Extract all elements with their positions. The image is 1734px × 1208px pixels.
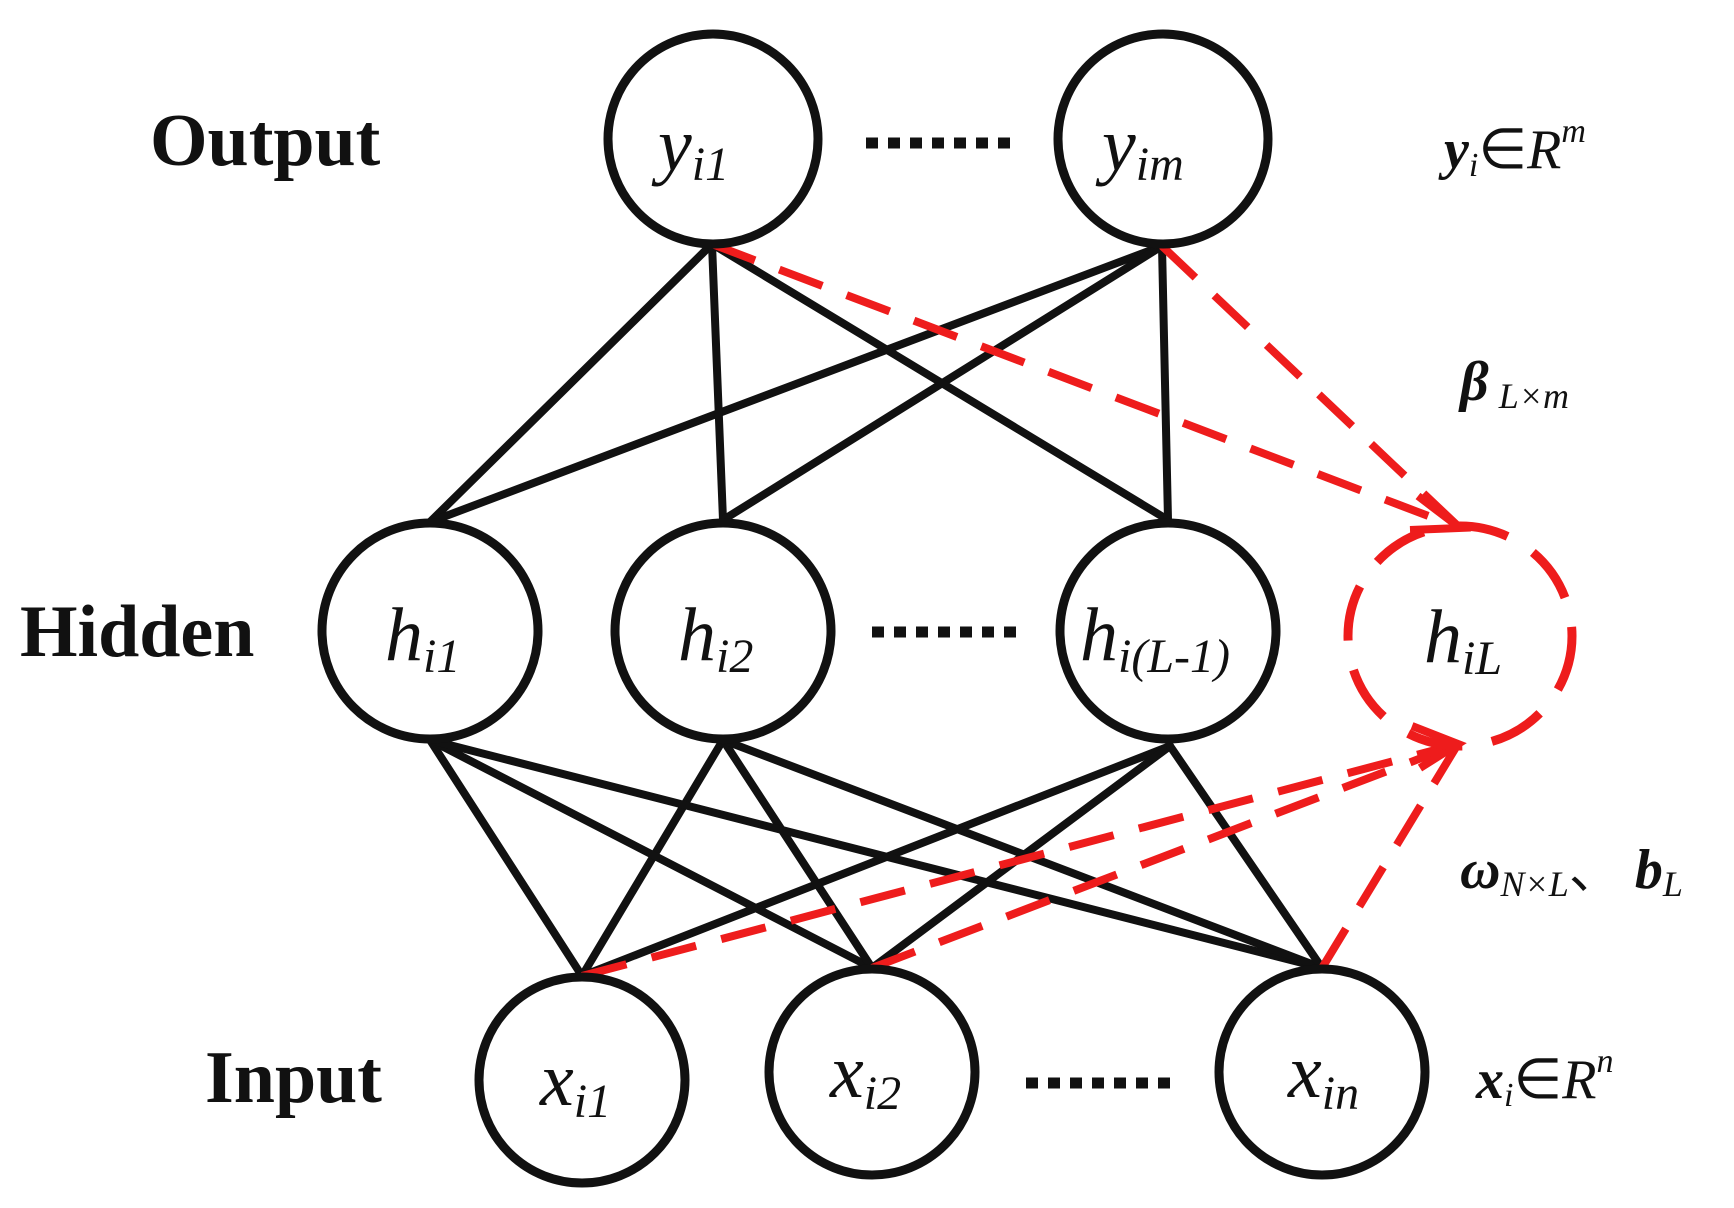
new-node-edges bbox=[580, 240, 1472, 980]
svg-text:hi(L-1): hi(L-1) bbox=[1080, 593, 1230, 683]
input-hidden-edges bbox=[426, 736, 1326, 980]
red-edge-ym-hL bbox=[1159, 243, 1463, 531]
new-hidden-node-L: hiL bbox=[1343, 521, 1577, 751]
edge-xn-hL1 bbox=[1166, 742, 1326, 972]
svg-text:xi2: xi2 bbox=[829, 1030, 901, 1120]
svg-text:hiL: hiL bbox=[1424, 595, 1502, 685]
red-edge-xn-hL bbox=[1318, 741, 1462, 971]
hidden-output-edges bbox=[426, 240, 1172, 526]
weights-bias-annotation: ωN×L、bL bbox=[1460, 839, 1683, 904]
output-node-m: yim bbox=[1053, 29, 1273, 249]
hidden-node-2: hi2 bbox=[610, 518, 836, 744]
input-space-annotation: xi∈Rn bbox=[1475, 1043, 1613, 1114]
edge-x1-hL1 bbox=[578, 742, 1174, 980]
input-node-2: xi2 bbox=[764, 964, 980, 1180]
svg-text:hi2: hi2 bbox=[678, 593, 753, 683]
edge-xn-h1 bbox=[426, 736, 1326, 972]
svg-text:hi1: hi1 bbox=[385, 593, 460, 683]
edge-xn-h2 bbox=[719, 736, 1326, 972]
output-node-1: yi1 bbox=[603, 29, 823, 249]
svg-text:xi1: xi1 bbox=[539, 1038, 611, 1128]
red-edge-x2-hL bbox=[870, 740, 1460, 972]
red-edge-x1-hL bbox=[580, 740, 1460, 980]
edge-h1-y1 bbox=[426, 240, 716, 526]
svg-text:yim: yim bbox=[1095, 103, 1184, 191]
edge-hL1-y1 bbox=[708, 240, 1172, 524]
edge-x1-h1 bbox=[426, 736, 586, 980]
edge-hL1-ym bbox=[1158, 242, 1172, 524]
output-space-annotation: yi∈Rm bbox=[1438, 113, 1586, 184]
input-node-n: xin bbox=[1214, 964, 1430, 1180]
svg-text:yi1: yi1 bbox=[651, 103, 729, 191]
hidden-layer-label: Hidden bbox=[20, 591, 254, 673]
edge-x2-h1 bbox=[426, 736, 876, 972]
edge-h2-y1 bbox=[708, 240, 727, 524]
edge-x2-h2 bbox=[719, 736, 876, 972]
input-node-1: xi1 bbox=[474, 972, 690, 1188]
svg-text:xin: xin bbox=[1287, 1030, 1359, 1120]
output-layer-label: Output bbox=[150, 100, 381, 182]
input-layer-label: Input bbox=[205, 1037, 382, 1119]
red-edge-y1-hL bbox=[710, 240, 1462, 532]
hidden-node-1: hi1 bbox=[317, 518, 543, 744]
edge-h1-ym bbox=[426, 242, 1166, 526]
hidden-node-L-minus-1: hi(L-1) bbox=[1055, 518, 1281, 744]
